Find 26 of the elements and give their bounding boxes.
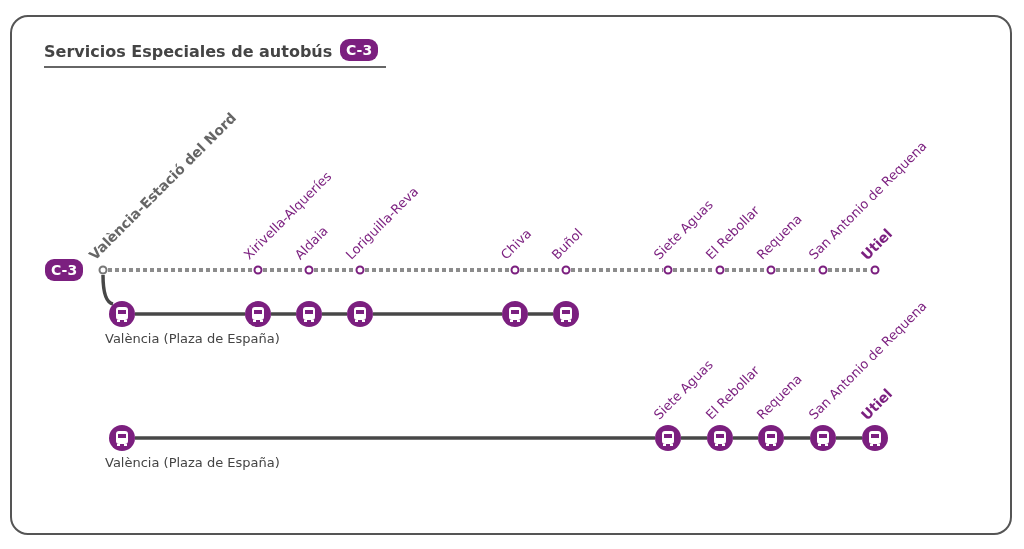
route-line <box>322 312 347 316</box>
dotted-line <box>108 268 253 272</box>
route-line <box>373 312 502 316</box>
route-line <box>784 436 810 440</box>
route-line <box>836 436 862 440</box>
route-line <box>271 312 296 316</box>
dotted-line <box>365 268 510 272</box>
dotted-line <box>776 268 818 272</box>
dotted-line <box>314 268 355 272</box>
dotted-line <box>673 268 715 272</box>
line-badge: C-3 <box>45 259 84 281</box>
route-line <box>681 436 707 440</box>
dotted-line <box>828 268 870 272</box>
dotted-line <box>571 268 663 272</box>
route-line <box>528 312 553 316</box>
line-badge: C-3 <box>340 39 379 61</box>
dotted-line <box>725 268 766 272</box>
route-line <box>135 436 655 440</box>
route-line <box>135 312 245 316</box>
stop-name: València (Plaza de España) <box>105 331 280 346</box>
stop-name: València (Plaza de España) <box>105 455 280 470</box>
dotted-line <box>263 268 304 272</box>
route-line <box>733 436 758 440</box>
route-line <box>101 274 114 306</box>
dotted-line <box>520 268 561 272</box>
title: Servicios Especiales de autobús <box>44 42 333 61</box>
